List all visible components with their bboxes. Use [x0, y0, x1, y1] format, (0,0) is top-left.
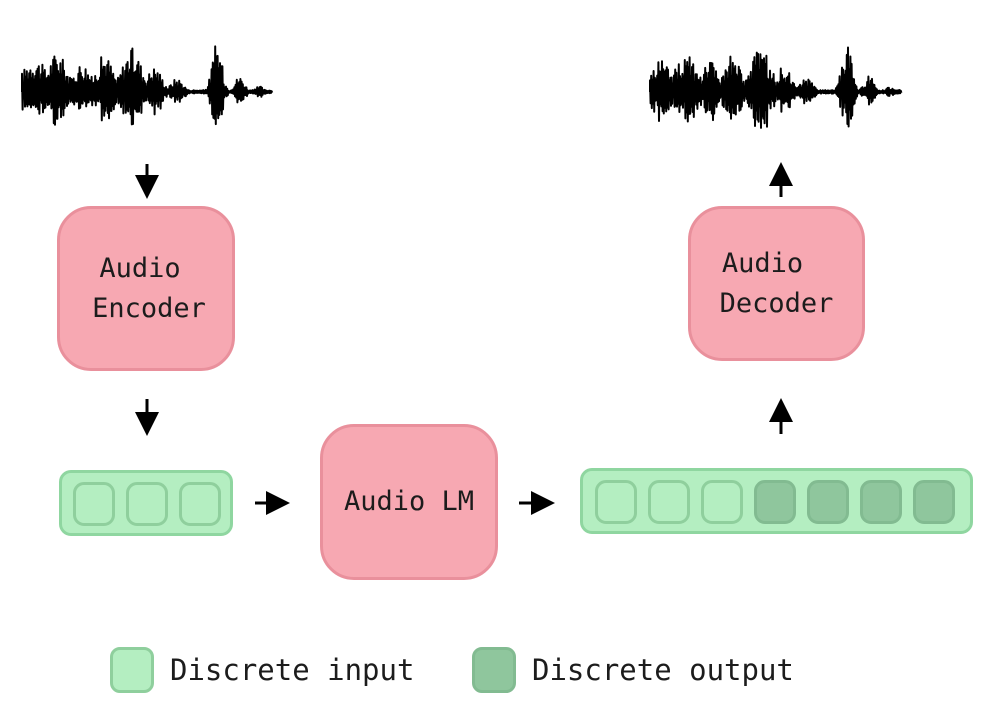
- token-input: [126, 482, 168, 526]
- legend-input-label: Discrete input: [170, 653, 415, 687]
- audio-lm-box: Audio LM: [320, 424, 498, 580]
- encoder-label-line1: Audio: [99, 252, 181, 284]
- lm-label: Audio LM: [343, 486, 475, 517]
- encoder-label-line2: Encoder: [92, 292, 206, 324]
- token-input: [179, 482, 221, 526]
- token-input: [701, 480, 743, 524]
- legend-output-swatch: [472, 647, 516, 693]
- token-input: [73, 482, 115, 526]
- legend-output-label: Discrete output: [532, 653, 794, 687]
- input-token-strip: [59, 470, 233, 536]
- legend-input-swatch: [110, 647, 154, 693]
- token-output: [754, 480, 796, 524]
- decoder-label-line1: Audio: [721, 247, 804, 279]
- token-output: [860, 480, 902, 524]
- input-waveform-icon: [21, 45, 274, 126]
- decoder-label-line2: Decoder: [719, 287, 834, 319]
- audio-encoder-box: Audio Encoder: [57, 206, 235, 371]
- output-token-strip: [580, 468, 973, 534]
- token-input: [648, 480, 690, 524]
- audio-decoder-box: Audio Decoder: [688, 206, 865, 361]
- token-output: [807, 480, 849, 524]
- token-input: [595, 480, 637, 524]
- token-output: [913, 480, 955, 524]
- output-waveform-icon: [649, 46, 903, 129]
